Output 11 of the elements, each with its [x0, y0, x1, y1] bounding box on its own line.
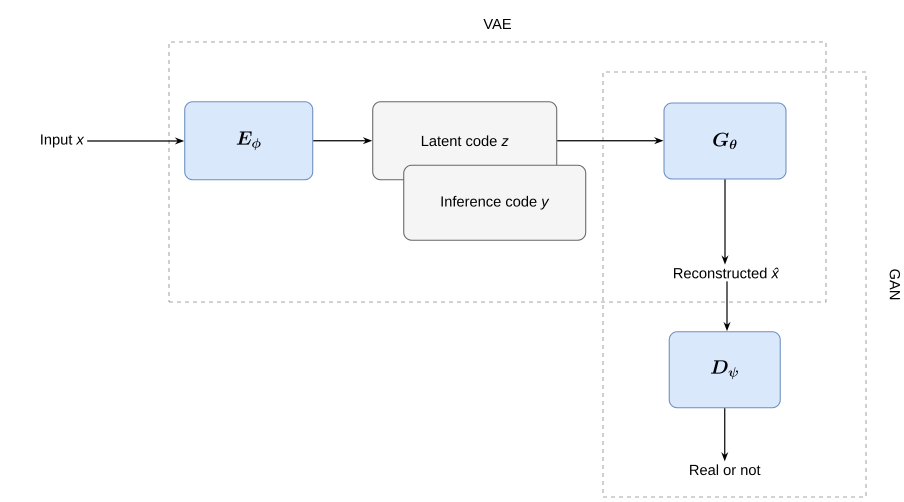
code-box: Inference code y	[403, 164, 586, 241]
process-box: $\boldsymbol{D_{\psi}}$	[668, 331, 781, 408]
process-box: $\boldsymbol{G_{\theta}}$	[663, 102, 787, 180]
text-label: Real or not	[690, 464, 760, 476]
text-label: Reconstructed x̂	[674, 268, 780, 278]
text-label: Input x	[41, 134, 84, 148]
dashed-group-box	[602, 72, 866, 498]
process-box: $\boldsymbol{E_{\phi}}$	[184, 101, 314, 180]
group-label: GAN	[890, 269, 900, 300]
group-label: VAE	[483, 18, 511, 30]
dashed-group-box	[168, 42, 826, 302]
